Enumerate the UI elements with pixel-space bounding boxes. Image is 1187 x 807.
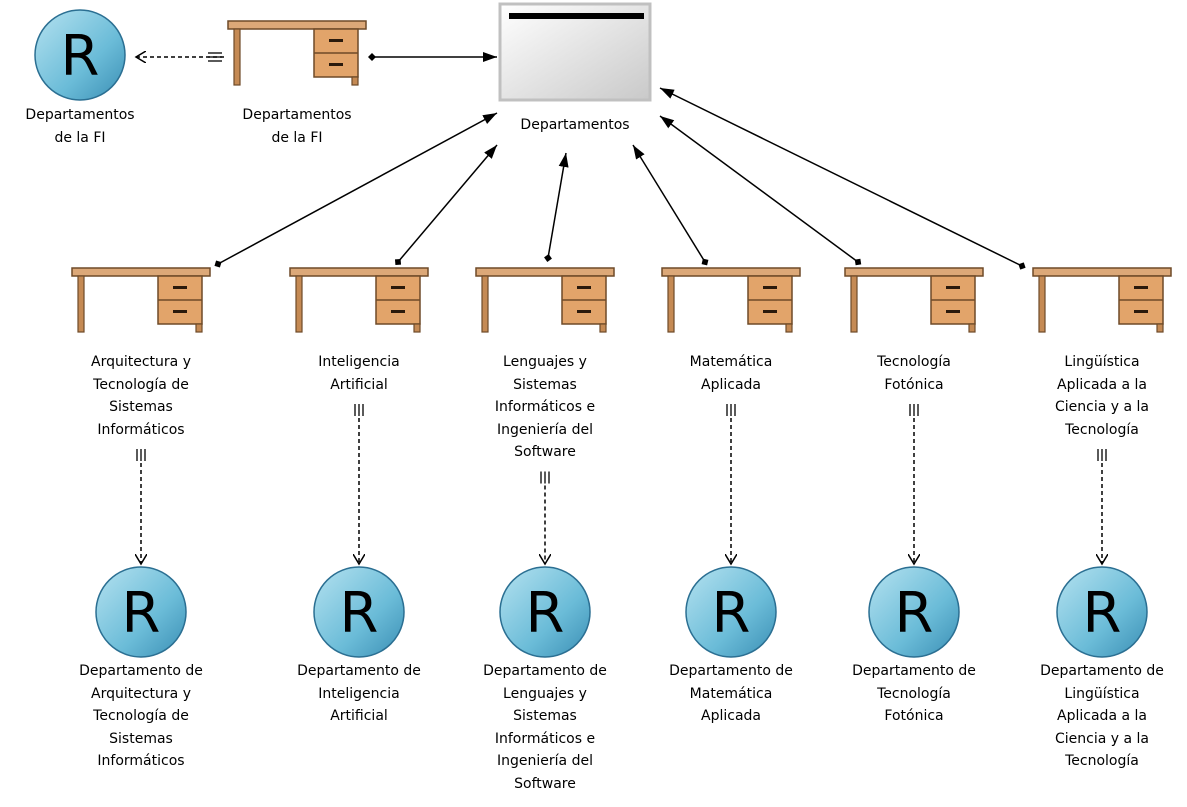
top-role-icon[interactable]: R bbox=[34, 9, 126, 101]
department-role-icon[interactable]: R bbox=[868, 566, 960, 658]
desks bbox=[71, 20, 1172, 333]
department-dependency-arrow[interactable] bbox=[727, 404, 735, 564]
department-role-icon[interactable]: R bbox=[95, 566, 187, 658]
role-letter: R bbox=[340, 581, 379, 646]
desk-label: Lenguajes y Sistemas Informáticos e Inge… bbox=[494, 354, 596, 460]
department-dependency-arrow[interactable] bbox=[355, 404, 363, 564]
desk-label: Arquitectura y Tecnología de Sistemas In… bbox=[91, 354, 191, 438]
role-letter: R bbox=[895, 581, 934, 646]
department-desk-icon[interactable] bbox=[844, 267, 984, 333]
role-label: Departamento de Matemática Aplicada bbox=[669, 663, 793, 724]
top-role-label: Departamentos de la FI bbox=[25, 107, 135, 146]
department-desk-icon[interactable] bbox=[661, 267, 801, 333]
desk-label: Inteligencia Artificial bbox=[318, 354, 400, 393]
department-role-icon[interactable]: R bbox=[685, 566, 777, 658]
department-desk-icon[interactable] bbox=[289, 267, 429, 333]
role-label: Departamento de Lenguajes y Sistemas Inf… bbox=[483, 663, 607, 792]
top-desk-label: Departamentos de la FI bbox=[242, 107, 352, 146]
role-letter: R bbox=[122, 581, 161, 646]
department-dependency-arrow[interactable] bbox=[137, 449, 145, 564]
role-label: Departamento de Inteligencia Artificial bbox=[297, 663, 421, 724]
role-label: Departamento de Arquitectura y Tecnologí… bbox=[79, 663, 203, 769]
top-dependency-arrow[interactable] bbox=[136, 53, 224, 61]
department-desk-icon[interactable] bbox=[475, 267, 615, 333]
department-to-group-connector[interactable] bbox=[632, 144, 709, 266]
department-desk-icon[interactable] bbox=[71, 267, 211, 333]
group-departamentos-box[interactable] bbox=[498, 2, 652, 102]
desk-label: Tecnología Fotónica bbox=[877, 354, 951, 393]
connectors bbox=[136, 53, 1106, 564]
role-label: Departamento de Tecnología Fotónica bbox=[852, 663, 976, 724]
department-role-icon[interactable]: R bbox=[1056, 566, 1148, 658]
department-dependency-arrow[interactable] bbox=[910, 404, 918, 564]
department-dependency-arrow[interactable] bbox=[541, 471, 549, 565]
department-to-group-connector[interactable] bbox=[394, 144, 498, 266]
department-role-icon[interactable]: R bbox=[499, 566, 591, 658]
role-letter: R bbox=[712, 581, 751, 646]
top-desk-icon[interactable] bbox=[227, 20, 367, 86]
department-role-icon[interactable]: R bbox=[313, 566, 405, 658]
department-to-group-connector[interactable] bbox=[544, 152, 569, 262]
role-letter: R bbox=[526, 581, 565, 646]
desk-label: Lingüística Aplicada a la Ciencia y a la… bbox=[1054, 354, 1149, 438]
role-label: Departamento de Lingüística Aplicada a l… bbox=[1040, 663, 1164, 769]
role-letter: R bbox=[61, 24, 100, 89]
department-dependency-arrow[interactable] bbox=[1098, 449, 1106, 564]
desk-label: Matemática Aplicada bbox=[689, 354, 773, 393]
department-to-group-connector[interactable] bbox=[659, 87, 1026, 270]
department-to-group-connector[interactable] bbox=[214, 112, 498, 268]
group-label: Departamentos bbox=[520, 117, 630, 133]
roles: R R R R R R R bbox=[34, 9, 1148, 658]
department-desk-icon[interactable] bbox=[1032, 267, 1172, 333]
role-letter: R bbox=[1083, 581, 1122, 646]
department-to-group-connector[interactable] bbox=[659, 115, 862, 266]
